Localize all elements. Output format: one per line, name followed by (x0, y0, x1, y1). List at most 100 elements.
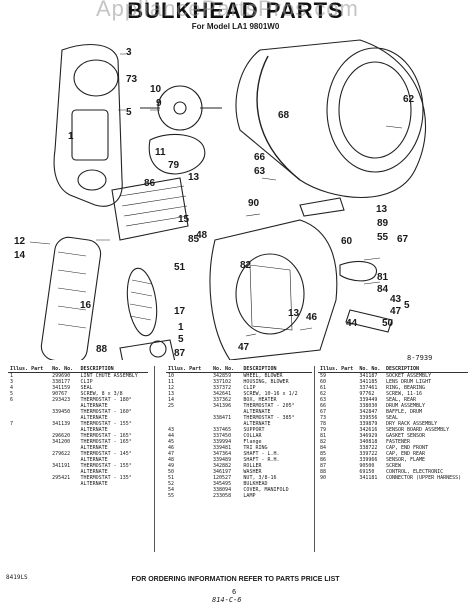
heater-box (40, 236, 102, 360)
part-no: 341200 (52, 439, 71, 445)
part-description: SEAL (80, 385, 93, 391)
header-part: No. No. (50, 366, 79, 373)
part-no: 338177 (52, 379, 71, 385)
part-no: 341139 (52, 421, 71, 427)
illus-no: 49 (168, 463, 175, 469)
part-no: 120527 (213, 475, 232, 481)
parts-row: ALTERNATE (8, 469, 148, 475)
illus-no: 90 (320, 475, 327, 481)
callout-68: 68 (278, 110, 290, 121)
part-no: 339449 (359, 397, 378, 403)
illus-no: 78 (320, 421, 327, 427)
part-description: ALTERNATE (80, 469, 108, 475)
callout-87: 87 (174, 348, 186, 359)
parts-row: ALTERNATE (8, 457, 148, 463)
part-description: BULKHEAD (243, 481, 268, 487)
part-no: 338030 (359, 403, 378, 409)
lint-screen-slot (71, 109, 109, 161)
callout-90: 90 (248, 198, 260, 209)
illus-no: 13 (168, 391, 175, 397)
part-no: 337461 (359, 385, 378, 391)
part-description: SEAL, REAR (385, 397, 417, 403)
header-illus: Illus. Part (166, 366, 212, 373)
callout-62: 62 (403, 94, 415, 105)
callout-13b: 13 (376, 204, 388, 215)
callout-9: 9 (156, 98, 162, 109)
parts-row: ALTERNATE (166, 421, 312, 427)
callout-14: 14 (14, 250, 26, 261)
illus-no: 52 (168, 481, 175, 487)
model-subtitle: For Model LA1 9801W0 (191, 22, 280, 31)
part-no: 90767 (52, 391, 68, 397)
part-no: 339489 (213, 457, 232, 463)
parts-row: ALTERNATE (8, 415, 148, 421)
part-description: CLIP (243, 385, 256, 391)
callout-1b: 1 (178, 322, 184, 333)
part-description: SCREW (385, 463, 401, 469)
callout-47b: 47 (390, 306, 402, 317)
part-description: SENSOR, FLAME (385, 457, 426, 463)
part-description: SOCKET ASSEMBLY (385, 373, 432, 379)
callout-84: 84 (377, 284, 389, 295)
dry-rack (111, 177, 189, 241)
callout-44: 44 (346, 318, 358, 329)
part-no: 299690 (52, 373, 71, 379)
header-description: DESCRIPTION (241, 366, 312, 373)
part-description: SCREW, 10-16 x 1/2 (243, 391, 298, 397)
callout-5c: 5 (404, 300, 410, 311)
part-no: 293423 (52, 397, 71, 403)
callout-73: 73 (126, 74, 138, 85)
illus-no: 43 (168, 427, 175, 433)
illus-no: 55 (168, 493, 175, 499)
electronic-control (119, 339, 176, 360)
illus-no: 46 (168, 445, 175, 451)
callout-12: 12 (14, 236, 26, 247)
part-no: 340818 (359, 439, 378, 445)
part-no: 342882 (213, 463, 232, 469)
page-number: 6 (232, 588, 237, 596)
callout-89: 89 (377, 218, 389, 229)
callout-88: 88 (96, 344, 108, 355)
part-description: SUPPORT (243, 427, 265, 433)
callout-85: 85 (188, 234, 200, 245)
lint-chute-panel (53, 44, 123, 207)
part-description: THERMOSTAT - 135° (80, 475, 132, 481)
page-title: BULKHEAD PARTS (127, 0, 344, 23)
callout-67: 67 (397, 234, 409, 245)
callout-86: 86 (144, 178, 156, 189)
illus-no: 3 (10, 379, 14, 385)
part-no: 346929 (359, 433, 378, 439)
illus-no: 87 (320, 463, 327, 469)
illus-no: 4 (10, 385, 14, 391)
part-no: 339450 (52, 409, 71, 415)
sensor-board (126, 267, 158, 337)
header-description: DESCRIPTION (78, 366, 148, 373)
illus-no (8, 481, 50, 487)
illus-no: 81 (320, 433, 327, 439)
callout-51: 51 (174, 262, 186, 273)
part-description: SEAL (385, 415, 398, 421)
part-description: LENS DRUM LIGHT (385, 379, 432, 385)
callout-48: 48 (196, 230, 208, 241)
callout-63: 63 (254, 166, 266, 177)
header-illus: Illus. Part (8, 366, 51, 373)
